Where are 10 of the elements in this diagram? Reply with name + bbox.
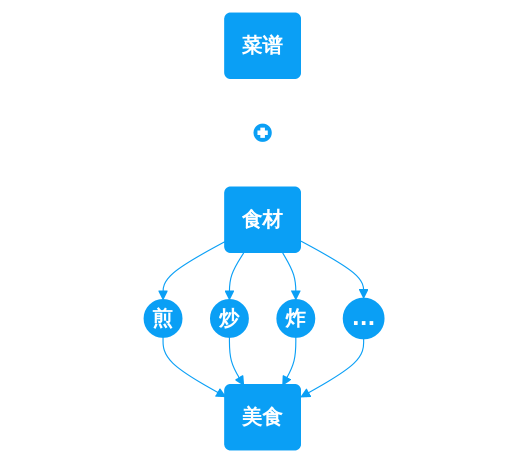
- arrow: [229, 336, 245, 386]
- arrow: [282, 336, 297, 386]
- arrow: [300, 338, 365, 397]
- arrow: [224, 252, 245, 300]
- arrow: [301, 240, 370, 298]
- node-circle: ...: [343, 297, 385, 339]
- arrow: [282, 252, 302, 300]
- arrow: [162, 336, 226, 397]
- node-circle: 煎: [144, 298, 183, 338]
- arrow: [158, 240, 226, 300]
